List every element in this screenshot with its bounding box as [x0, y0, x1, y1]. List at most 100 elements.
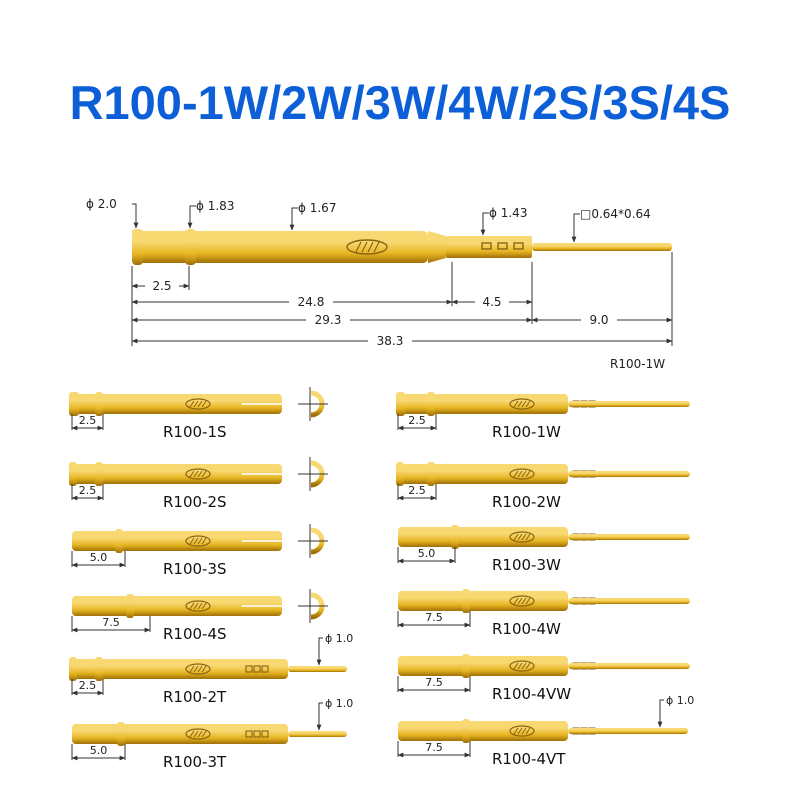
probe-slot: [253, 665, 261, 673]
probe-hatch: [201, 400, 207, 408]
dim-label: 5.0: [418, 547, 436, 560]
pin-diameter-label: ϕ 1.0: [666, 694, 694, 707]
probe-plunger: [568, 598, 690, 604]
probe-label: R100-2S: [163, 493, 227, 511]
pin-diameter-label: ϕ 1.0: [325, 697, 353, 710]
probe-hatch: [525, 597, 531, 605]
probe-hatch: [513, 662, 519, 670]
dim-38-3: 38.3: [377, 334, 404, 348]
main-probe: ϕ 2.0 ϕ 1.83 ϕ 1.67 ϕ 1.43 □0.64*0.64: [86, 197, 673, 371]
dim-9-0: 9.0: [589, 313, 608, 327]
probe-body: [72, 659, 288, 679]
probe-body: [72, 596, 282, 616]
probe-ring: [69, 657, 77, 681]
probe-oval-mark: [509, 725, 535, 737]
probe-hatch: [189, 602, 195, 610]
dim-29-3: 29.3: [315, 313, 342, 327]
probe-hatch: [197, 602, 203, 610]
pin-diameter-label: ϕ 1.0: [325, 632, 353, 645]
probe-hatch: [193, 400, 199, 408]
probe-hatch: [521, 662, 527, 670]
page-title: R100-1W/2W/3W/4W/2S/3S/4S: [69, 76, 731, 129]
main-plunger: [532, 243, 672, 251]
pin-diameter-leader: [316, 702, 323, 731]
probe-label: R100-2W: [492, 493, 561, 511]
probe-oval-mark: [185, 728, 211, 740]
main-oval-hatch: [355, 241, 380, 253]
dim-label: 7.5: [102, 616, 120, 629]
probe-slot: [261, 665, 269, 673]
probe-hatch: [521, 533, 527, 541]
probe-hatch: [517, 470, 523, 478]
probe-label: R100-4S: [163, 625, 227, 643]
probe-ring: [427, 462, 435, 486]
probe-hatch: [525, 533, 531, 541]
probe-ring: [126, 594, 134, 618]
probe-label: R100-2T: [163, 688, 227, 706]
pin-diameter-leader: [657, 699, 664, 728]
probe-hatch: [525, 400, 531, 408]
main-barrel: [132, 231, 428, 263]
probe-body: [398, 394, 568, 414]
dim-2-5: 2.5: [152, 279, 171, 293]
probe-plunger: [568, 534, 690, 540]
probe-hatch: [517, 400, 523, 408]
probe-ring: [117, 722, 125, 746]
probe-body: [72, 464, 282, 484]
probe-body: [72, 531, 282, 551]
dia-1-67-label: ϕ 1.67: [298, 201, 336, 215]
probe-oval-mark: [509, 660, 535, 672]
probe-body: [398, 464, 568, 484]
probe-ring: [115, 529, 123, 553]
probe-hatch: [513, 533, 519, 541]
probe-slot: [253, 730, 261, 738]
probe-label: R100-4W: [492, 620, 561, 638]
dia-2-0-label: ϕ 2.0: [86, 197, 117, 211]
probe-hatch: [517, 597, 523, 605]
probe-hatch: [521, 400, 527, 408]
main-slots: [481, 242, 524, 250]
probe-hatch: [525, 470, 531, 478]
probe-label: R100-3S: [163, 560, 227, 578]
probe-label: R100-4VT: [492, 750, 566, 768]
main-taper: [428, 231, 446, 263]
probe-hatch: [193, 665, 199, 673]
probe-hatch: [517, 662, 523, 670]
probe-plunger: [568, 471, 690, 477]
dim-label: 7.5: [425, 611, 443, 624]
probe-body: [398, 527, 568, 547]
probe-hatch: [197, 400, 203, 408]
probe-hatch: [513, 727, 519, 735]
probe-ring: [451, 525, 459, 549]
probe-hatch: [201, 470, 207, 478]
probe-body: [398, 721, 568, 741]
probe-plunger: [288, 731, 347, 737]
probe-hatch: [517, 533, 523, 541]
probe-hatch: [197, 537, 203, 545]
probe-oval-mark: [509, 398, 535, 410]
probe-hatch: [197, 665, 203, 673]
probe-hatch: [189, 665, 195, 673]
probe-ring: [95, 657, 103, 681]
dim-24-8: 24.8: [298, 295, 325, 309]
dia-1-43-label: ϕ 1.43: [489, 206, 527, 220]
dim-label: 7.5: [425, 741, 443, 754]
probe-hatch: [521, 727, 527, 735]
probe-oval-mark: [185, 600, 211, 612]
probe-ring: [95, 392, 103, 416]
probe-head-cap: [72, 392, 79, 416]
probe-oval-mark: [185, 663, 211, 675]
probe-hatch: [193, 537, 199, 545]
probe-hatch: [189, 537, 195, 545]
dim-label: 5.0: [90, 744, 108, 757]
probe-plunger: [288, 666, 347, 672]
probe-body: [398, 656, 568, 676]
probe-slot: [245, 730, 253, 738]
